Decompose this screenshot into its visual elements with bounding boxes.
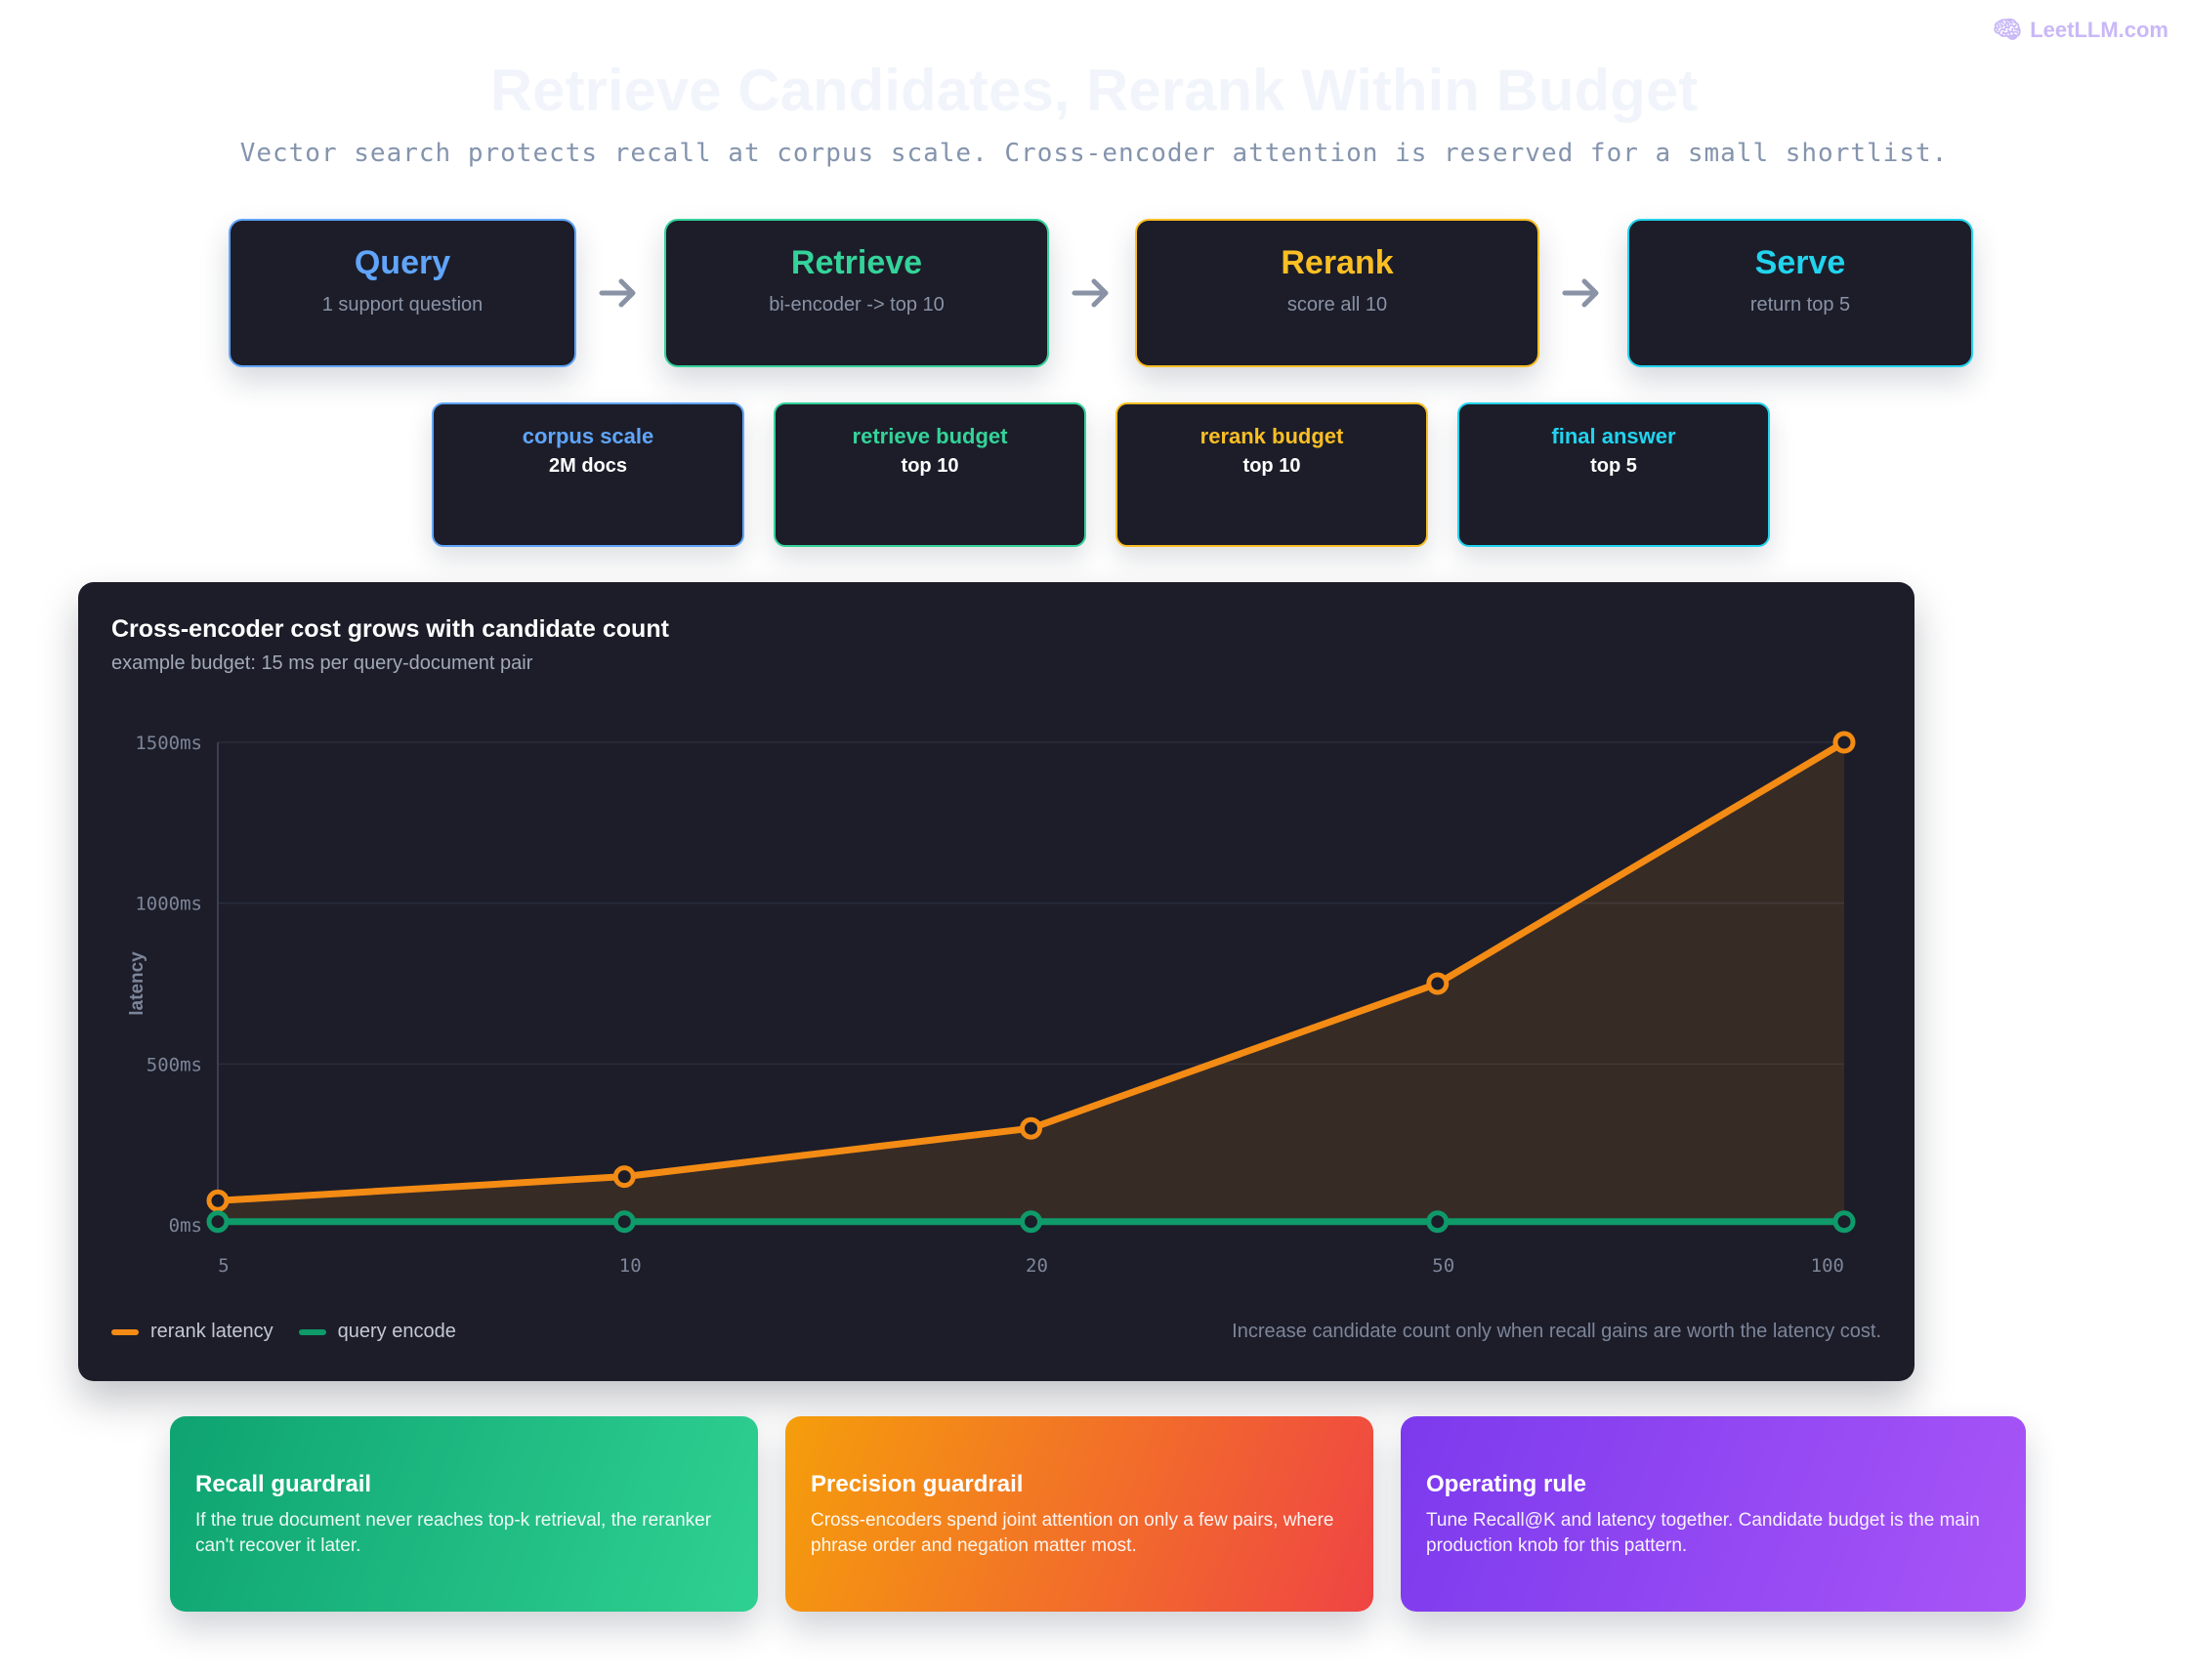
stage-retrieve: Retrieve bi-encoder -> top 10 (664, 219, 1049, 367)
budget-final-answer: final answer top 5 (1457, 402, 1770, 547)
stage-subtitle: return top 5 (1749, 294, 1851, 315)
legend-label: query encode (337, 1321, 456, 1342)
budget-value: top 10 (1242, 455, 1301, 477)
page-title: Retrieve Candidates, Rerank Within Budge… (489, 58, 1699, 123)
y-tick-label: 1000ms (135, 894, 202, 915)
budget-retrieve: retrieve budget top 10 (774, 402, 1086, 547)
brand-name: LeetLLM.com (2030, 17, 2168, 42)
data-point (1832, 1210, 1856, 1234)
x-tick-label: 10 (619, 1255, 642, 1277)
x-tick-label: 20 (1026, 1255, 1048, 1277)
series-area (218, 742, 1844, 1225)
y-tick-label: 1500ms (135, 733, 202, 754)
legend-label: rerank latency (150, 1321, 274, 1342)
data-point (612, 1165, 636, 1189)
budget-value: top 5 (1590, 455, 1637, 477)
data-point (1020, 1116, 1042, 1140)
arrow-right-icon (599, 278, 636, 308)
card-text: Cross-encoders spend joint attention on … (811, 1510, 1334, 1556)
budget-label: rerank budget (1199, 424, 1344, 448)
stage-subtitle: bi-encoder -> top 10 (769, 294, 945, 315)
brain-icon: 🧠︎ (1992, 17, 2023, 43)
stage-query: Query 1 support question (229, 219, 576, 367)
x-tick-label: 100 (1811, 1255, 1844, 1277)
chart-note: Increase candidate count only when recal… (1232, 1321, 1881, 1342)
legend-swatch (111, 1328, 139, 1335)
chart-legend: rerank latency query encode (111, 1321, 456, 1343)
budget-value: 2M docs (548, 455, 628, 477)
budget-label: final answer (1551, 424, 1676, 448)
card-text: Tune Recall@K and latency together. Cand… (1426, 1510, 1980, 1556)
stage-serve: Serve return top 5 (1627, 219, 1973, 367)
card-text: If the true document never reaches top-k… (195, 1510, 712, 1556)
data-point (206, 1189, 230, 1212)
x-tick-label: 50 (1432, 1255, 1454, 1277)
data-point (1426, 1210, 1450, 1234)
stage-rerank: Rerank score all 10 (1135, 219, 1539, 367)
stage-title: Rerank (1281, 244, 1394, 281)
brand-logo[interactable]: 🧠︎ LeetLLM.com (1993, 16, 2168, 44)
data-point (206, 1210, 230, 1234)
budget-label: retrieve budget (852, 424, 1008, 448)
budget-label: corpus scale (522, 424, 654, 448)
page-subtitle: Vector search protects recall at corpus … (239, 139, 1949, 168)
card-title: Operating rule (1426, 1471, 1587, 1497)
data-point (1020, 1210, 1042, 1234)
chart-panel: 0ms 500ms 1000ms 1500ms latency 5 10 20 50 100 Cr… (78, 582, 1914, 1381)
data-point (1832, 731, 1856, 754)
arrow-right-icon (1072, 278, 1109, 308)
budget-corpus-scale: corpus scale 2M docs (432, 402, 744, 547)
card-operating-rule: Operating rule Tune Recall@K and latency… (1401, 1416, 2026, 1612)
card-title: Precision guardrail (811, 1471, 1024, 1497)
latency-chart: 0ms 500ms 1000ms 1500ms latency 5 10 20 50 100 (127, 731, 1856, 1277)
stage-title: Serve (1754, 244, 1846, 281)
budget-value: top 10 (901, 455, 959, 477)
x-tick-label: 5 (218, 1255, 229, 1277)
chart-subtitle: example budget: 15 ms per query-document… (111, 652, 533, 674)
budget-rerank: rerank budget top 10 (1115, 402, 1428, 547)
card-recall-guardrail: Recall guardrail If the true document ne… (170, 1416, 758, 1612)
legend-swatch (298, 1328, 326, 1335)
card-title: Recall guardrail (195, 1471, 372, 1497)
arrow-right-icon (1562, 278, 1599, 308)
stage-subtitle: score all 10 (1286, 294, 1388, 315)
y-axis-label: latency (127, 951, 147, 1016)
stage-title: Query (354, 244, 451, 281)
stage-subtitle: 1 support question (321, 294, 484, 315)
stage-title: Retrieve (790, 244, 923, 281)
data-point (612, 1210, 636, 1234)
legend-item-rerank-latency: rerank latency (111, 1321, 274, 1343)
data-point (1426, 972, 1450, 995)
y-tick-label: 0ms (169, 1215, 202, 1237)
legend-item-query-encode: query encode (298, 1321, 456, 1343)
chart-title: Cross-encoder cost grows with candidate … (111, 615, 669, 643)
card-precision-guardrail: Precision guardrail Cross-encoders spend… (785, 1416, 1373, 1612)
y-tick-label: 500ms (147, 1054, 202, 1075)
